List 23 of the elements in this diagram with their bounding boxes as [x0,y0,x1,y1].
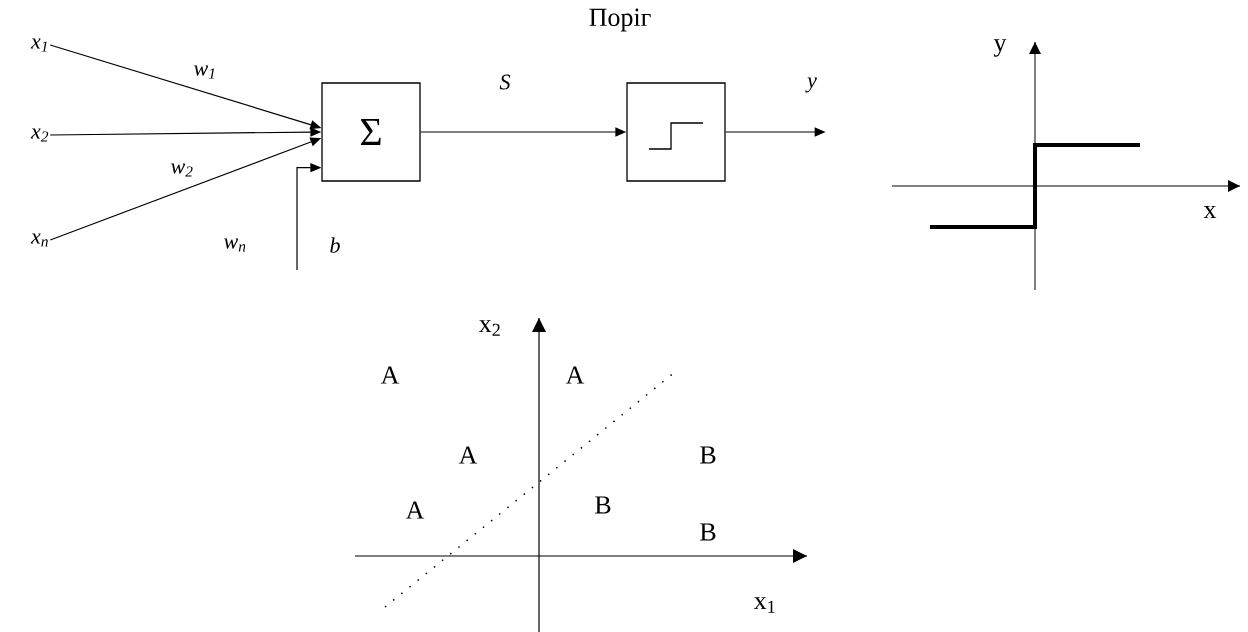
class-label: A [405,501,425,519]
class-label: A [380,366,400,384]
edge-label: w$_{n}$ [224,238,246,252]
input-label: x$_{2}$ [30,128,49,142]
class-label: B [595,496,611,514]
input-label: x$_{n}$ [30,233,48,247]
node-label: Поріг [589,8,651,32]
class-label: A [565,366,585,384]
axis-label: x [1203,206,1217,218]
edge-label: b [330,237,340,253]
edge-label: y [805,77,817,93]
threshold-box: Поріг [589,8,726,182]
axis-label: y [993,39,1007,57]
class-label: B [700,446,716,464]
summation-box: Σ [321,82,421,182]
input-label: x$_{1}$ [30,38,47,52]
axis-label: x$_{1}$ [753,597,775,613]
class-label: B [700,523,716,541]
class-label: A [458,446,478,464]
axis-label: x$_{2}$ [478,320,500,336]
edge-label: w$_{1}$ [194,65,215,79]
edge-label: w$_{2}$ [171,163,193,177]
edge-label: S [499,74,511,90]
